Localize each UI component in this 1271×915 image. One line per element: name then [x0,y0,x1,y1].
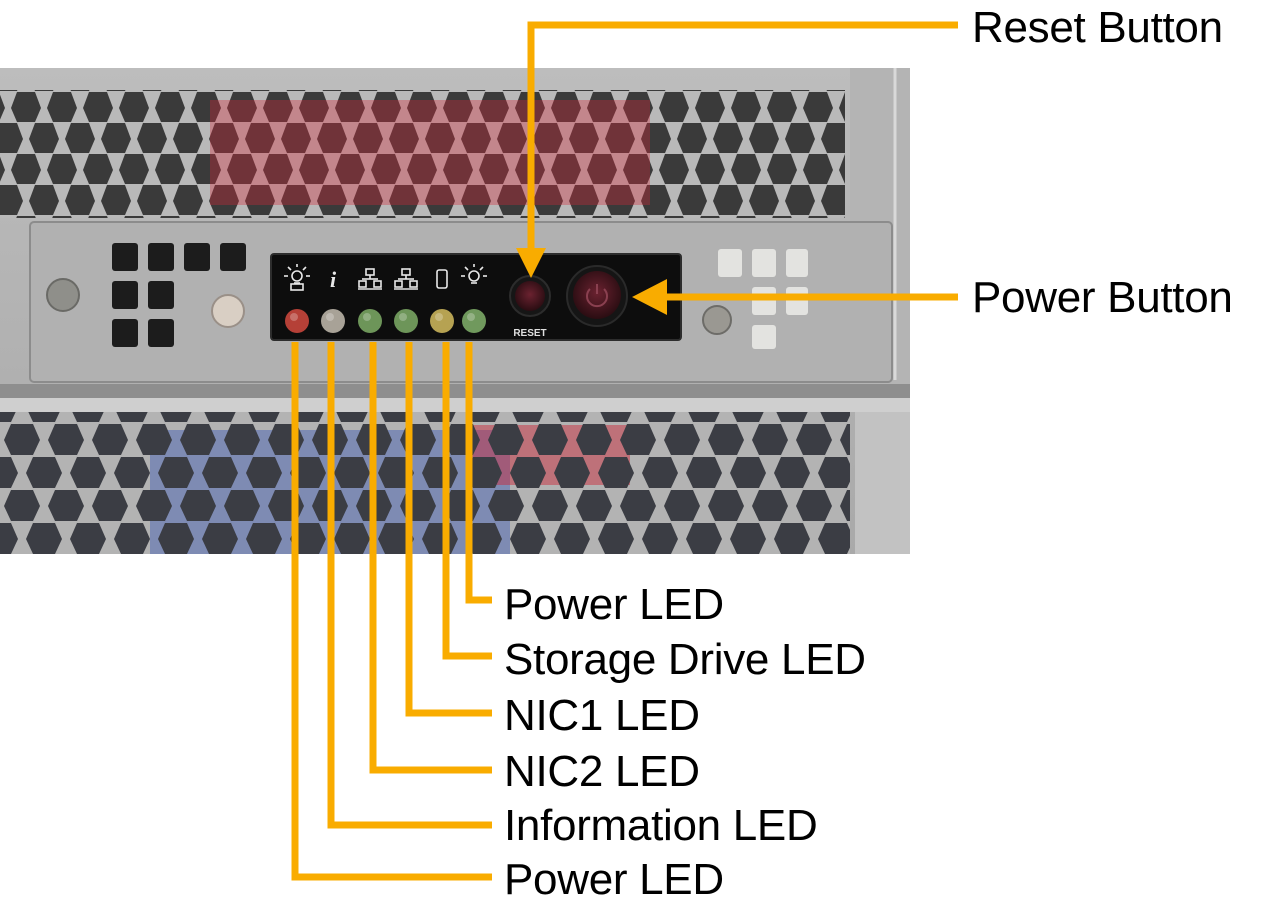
network-icon [358,268,382,290]
callout-led4 [405,342,492,717]
control-panel: i RESET [270,253,682,341]
light-bulb-icon [461,264,487,284]
arrowhead-icon [516,248,546,278]
screw-icon [211,294,245,328]
callout-led2 [327,342,492,829]
led6-indicator [462,309,486,333]
screw-icon [46,278,80,312]
callout-reset-button [527,21,958,250]
label-led3: NIC2 LED [504,747,700,796]
led5-indicator [430,309,454,333]
power-bulb-icon [284,264,310,291]
led2-indicator [321,309,345,333]
network-icon [394,268,418,290]
label-power-button: Power Button [972,273,1233,322]
label-led4: NIC1 LED [504,691,700,740]
power-symbol-icon [586,284,608,308]
svg-text:i: i [330,267,337,292]
label-led1: Power LED [504,855,724,904]
led3-indicator [358,309,382,333]
label-led5: Storage Drive LED [504,635,866,684]
storage-drive-icon [436,269,448,289]
power-button[interactable] [573,271,621,319]
label-reset-button: Reset Button [972,3,1223,52]
led1-indicator [285,309,309,333]
label-led6: Power LED [504,580,724,629]
reset-marking: RESET [513,328,546,339]
label-led2: Information LED [504,801,818,850]
callout-led5 [442,342,492,660]
callout-led1 [291,342,492,881]
led4-indicator [394,309,418,333]
arrowhead-icon [632,279,667,315]
screw-icon [702,305,732,335]
callout-led6 [465,342,492,604]
callout-lines [291,21,958,881]
information-icon: i [330,267,337,292]
callout-led3 [369,342,492,774]
server-photo [0,68,910,554]
reset-button[interactable] [515,281,545,311]
